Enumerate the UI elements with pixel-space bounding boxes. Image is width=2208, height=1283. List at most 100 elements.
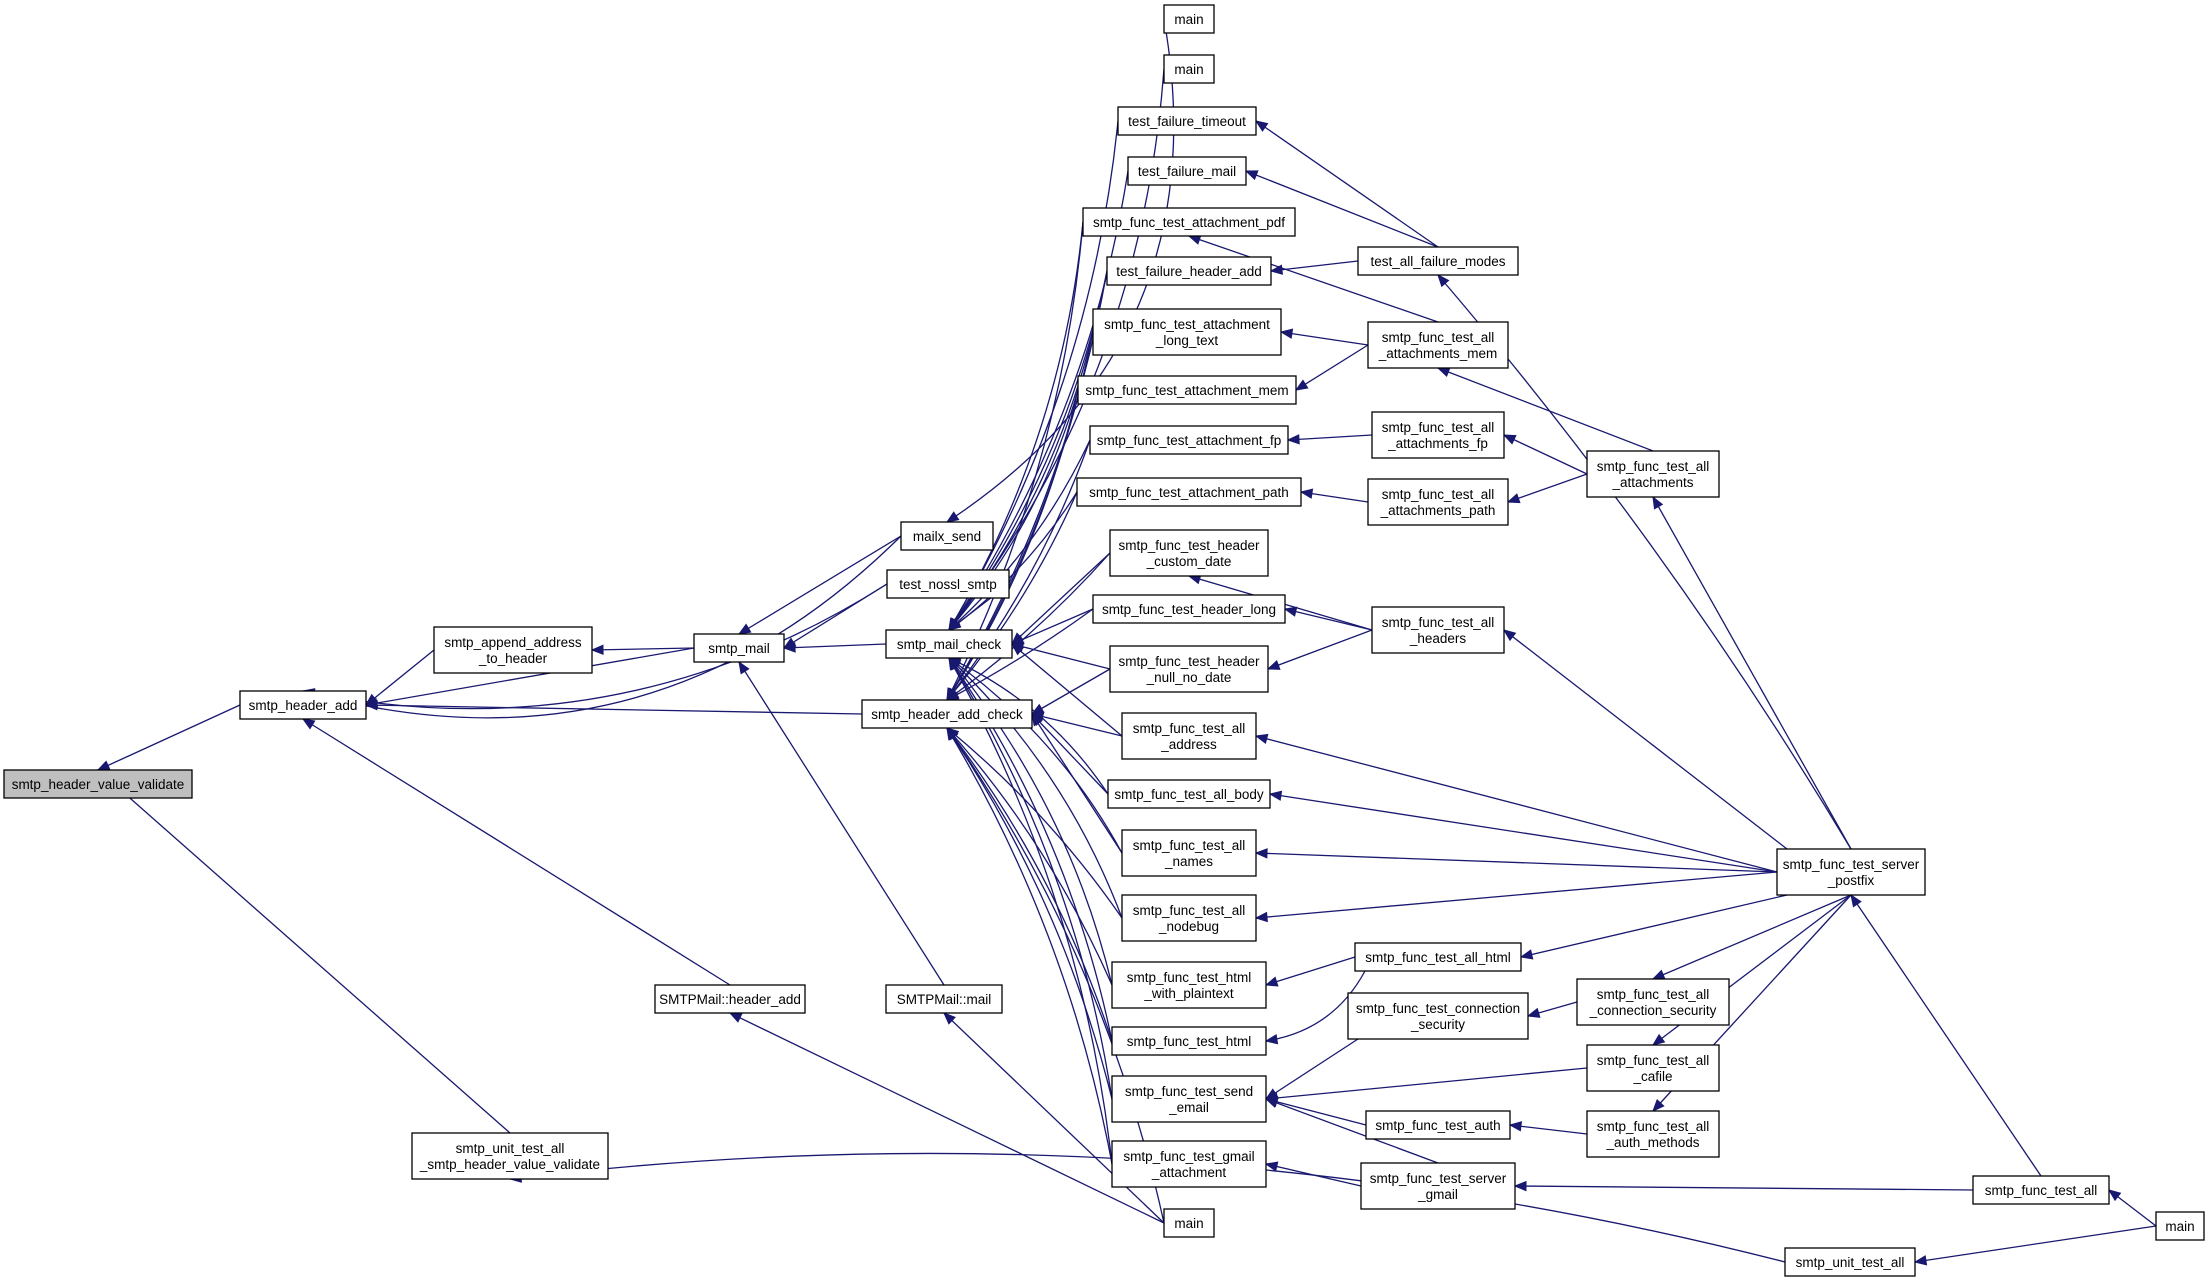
node-server-postfix[interactable]: smtp_func_test_server_postfix (1776, 848, 1926, 896)
node-box (411, 1132, 609, 1180)
node-box (2155, 1211, 2205, 1241)
node-box (433, 626, 593, 674)
call-edge-smtp_unit_test_all_validate-to-smtp_header_value_validate (97, 769, 511, 1134)
node-box (1111, 1026, 1267, 1056)
node-mailx-send[interactable]: mailx_send (900, 521, 994, 551)
call-edge-all_attachments-to-all_att_path (1506, 473, 1588, 504)
node-server-gmail[interactable]: smtp_func_test_server_gmail (1360, 1162, 1516, 1210)
node-main4[interactable]: main (2155, 1211, 2205, 1241)
node-all-attachments[interactable]: smtp_func_test_all_attachments (1586, 450, 1720, 498)
call-edge-all_names-to-smtp_header_add_check (1031, 712, 1123, 854)
call-edge-func_test_all-to-server_postfix (1850, 893, 2042, 1177)
call-edge-test_auth-to-send_email (1264, 1096, 1367, 1126)
node-smtp-append-address-to-header[interactable]: smtp_append_address_to_header (433, 626, 593, 674)
node-smtpmail-mail[interactable]: SMTPMail::mail (885, 984, 1003, 1014)
node-box (1082, 207, 1296, 237)
call-edge-all_headers-to-hdr_null (1266, 629, 1373, 670)
node-label: smtp_func_test_all_body (1114, 787, 1264, 802)
node-main3[interactable]: main (1163, 1208, 1215, 1238)
node-box (1111, 961, 1267, 1009)
node-all-address[interactable]: smtp_func_test_all_address (1121, 712, 1257, 760)
node-label: _attachment (1151, 1165, 1227, 1180)
node-html-plain[interactable]: smtp_func_test_html_with_plaintext (1111, 961, 1267, 1009)
node-label: _nodebug (1158, 919, 1219, 934)
node-label: SMTPMail::header_add (659, 992, 801, 1007)
node-all-cafile[interactable]: smtp_func_test_all_cafile (1586, 1044, 1720, 1092)
node-smtp-mail[interactable]: smtp_mail (693, 633, 785, 663)
call-edge-server_postfix-to-all_html (1519, 894, 1788, 960)
node-label: _gmail (1417, 1187, 1458, 1202)
node-conn-sec[interactable]: smtp_func_test_connection_security (1347, 992, 1529, 1040)
node-all-names[interactable]: smtp_func_test_all_names (1121, 829, 1257, 877)
node-main1[interactable]: main (1163, 4, 1215, 34)
call-edge-mailx_send-to-smtp_mail (737, 535, 902, 635)
call-edge-all_cafile-to-send_email (1264, 1067, 1588, 1104)
node-all-body[interactable]: smtp_func_test_all_body (1107, 779, 1271, 809)
node-label: _auth_methods (1605, 1135, 1699, 1150)
node-main2[interactable]: main (1163, 54, 1215, 84)
node-gmail-att[interactable]: smtp_func_test_gmail_attachment (1111, 1140, 1267, 1188)
node-box (1107, 779, 1271, 809)
node-all-auth-methods[interactable]: smtp_func_test_all_auth_methods (1586, 1110, 1720, 1158)
node-label: smtp_func_test_header (1118, 654, 1260, 669)
node-label: smtp_func_test_all (1597, 459, 1710, 474)
node-all-att-fp[interactable]: smtp_func_test_all_attachments_fp (1371, 411, 1505, 459)
node-label: _smtp_header_value_validate (419, 1157, 600, 1172)
node-all-headers[interactable]: smtp_func_test_all_headers (1371, 606, 1505, 654)
call-edge-server_gmail-to-send_email (1264, 1098, 1439, 1164)
node-att-path[interactable]: smtp_func_test_attachment_path (1076, 477, 1302, 507)
node-unit-test-all[interactable]: smtp_unit_test_all (1784, 1247, 1916, 1277)
node-html[interactable]: smtp_func_test_html (1111, 1026, 1267, 1056)
node-all-att-mem[interactable]: smtp_func_test_all_attachments_mem (1367, 321, 1509, 369)
node-test-auth[interactable]: smtp_func_test_auth (1365, 1110, 1511, 1140)
node-label: smtp_func_test_auth (1375, 1118, 1500, 1133)
node-all-att-path[interactable]: smtp_func_test_all_attachments_path (1367, 478, 1509, 526)
node-hdr-long[interactable]: smtp_func_test_header_long (1092, 594, 1286, 624)
node-hdr-custom-date[interactable]: smtp_func_test_header_custom_date (1109, 529, 1269, 577)
node-box (1365, 1110, 1511, 1140)
node-test-failure-mail[interactable]: test_failure_mail (1127, 156, 1247, 186)
node-box (1092, 308, 1282, 356)
node-label: _custom_date (1146, 554, 1232, 569)
node-func-test-all[interactable]: smtp_func_test_all (1972, 1175, 2110, 1205)
node-all-html[interactable]: smtp_func_test_all_html (1354, 942, 1522, 972)
node-box (1121, 894, 1257, 942)
node-smtp-mail-check[interactable]: smtp_mail_check (885, 629, 1013, 659)
node-att-mem[interactable]: smtp_func_test_attachment_mem (1077, 375, 1297, 405)
node-label: smtp_func_test_header_long (1102, 602, 1276, 617)
call-edge-server_postfix-to-all_nodebug (1254, 871, 1778, 923)
node-smtp-header-add[interactable]: smtp_header_add (239, 690, 367, 720)
node-smtp-header-add-check[interactable]: smtp_header_add_check (861, 699, 1033, 729)
node-box (1077, 375, 1297, 405)
node-test-all-failure-modes[interactable]: test_all_failure_modes (1357, 246, 1519, 276)
node-box (1586, 1110, 1720, 1158)
node-att-fp[interactable]: smtp_func_test_attachment_fp (1089, 425, 1289, 455)
call-edge-server_gmail-to-gmail_att (1264, 1161, 1362, 1187)
call-edge-server_postfix-to-all_headers (1502, 629, 1788, 850)
call-edge-main3-to-SMTPMail_header_add (728, 1012, 1165, 1224)
node-box (1163, 1208, 1215, 1238)
node-box (654, 984, 806, 1014)
node-all-conn-sec[interactable]: smtp_func_test_all_connection_security (1576, 978, 1730, 1026)
node-att-pdf[interactable]: smtp_func_test_attachment_pdf (1082, 207, 1296, 237)
node-test-failure-timeout[interactable]: test_failure_timeout (1117, 106, 1257, 136)
node-label: _attachments (1611, 475, 1693, 490)
node-test-failure-header-add[interactable]: test_failure_header_add (1106, 256, 1272, 286)
call-edge-all_att_path-to-att_path (1299, 488, 1369, 503)
node-all-nodebug[interactable]: smtp_func_test_all_nodebug (1121, 894, 1257, 942)
node-send-email[interactable]: smtp_func_test_send_email (1111, 1075, 1267, 1123)
node-box (1111, 1075, 1267, 1123)
node-smtp-unit-test-all-validate[interactable]: smtp_unit_test_all_smtp_header_value_val… (411, 1132, 609, 1180)
node-label: SMTPMail::mail (897, 992, 992, 1007)
node-label: test_nossl_smtp (899, 577, 997, 592)
node-label: smtp_func_test_attachment_mem (1085, 383, 1288, 398)
node-label: main (2165, 1219, 2194, 1234)
node-hdr-null[interactable]: smtp_func_test_header_null_no_date (1109, 645, 1269, 693)
node-box (3, 769, 193, 799)
call-edge-test_all_failure_modes-to-test_failure_timeout (1254, 120, 1439, 248)
call-edge-gmail_att-to-smtp_mail_check (948, 656, 1113, 1165)
node-test-nossl-smtp[interactable]: test_nossl_smtp (886, 569, 1010, 599)
node-smtpmail-header-add[interactable]: SMTPMail::header_add (654, 984, 806, 1014)
node-att-long-text[interactable]: smtp_func_test_attachment_long_text (1092, 308, 1282, 356)
